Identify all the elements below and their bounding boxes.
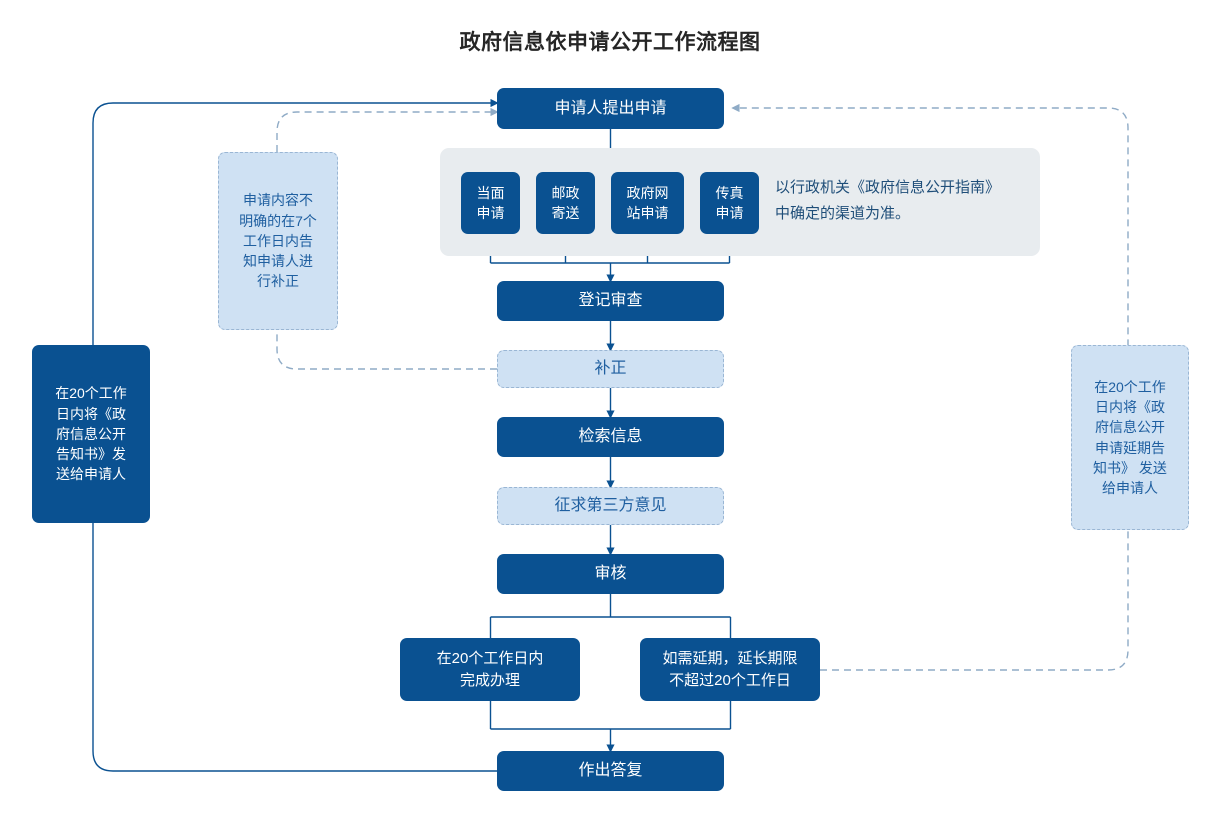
node-channel-in-person[interactable]: 当面 申请	[461, 172, 520, 234]
node-audit[interactable]: 审核	[497, 554, 724, 594]
annotation-delay-notice-within-20-working-days: 在20个工作 日内将《政 府信息公开 申请延期告 知书》 发送 给申请人	[1071, 345, 1189, 530]
node-correction[interactable]: 补正	[497, 350, 724, 388]
page-title: 政府信息依申请公开工作流程图	[459, 31, 761, 54]
node-registration-review[interactable]: 登记审查	[497, 281, 724, 321]
node-make-reply[interactable]: 作出答复	[497, 751, 724, 791]
node-channel-postal-mail[interactable]: 邮政 寄送	[536, 172, 595, 234]
node-solicit-third-party-opinion[interactable]: 征求第三方意见	[497, 487, 724, 525]
node-complete-within-20-working-days[interactable]: 在20个工作日内 完成办理	[400, 638, 580, 701]
annotation-notice-within-20-working-days: 在20个工作 日内将《政 府信息公开 告知书》发 送给申请人	[32, 345, 150, 523]
node-retrieve-information[interactable]: 检索信息	[497, 417, 724, 457]
node-extension-up-to-20-working-days[interactable]: 如需延期，延长期限 不超过20个工作日	[640, 638, 820, 701]
node-applicant-submits-application[interactable]: 申请人提出申请	[497, 88, 724, 129]
channels-note-text: 以行政机关《政府信息公开指南》 中确定的渠道为准。	[775, 179, 1001, 222]
wire-correction-note-to-apply	[276, 107, 499, 152]
node-channel-government-website[interactable]: 政府网 站申请	[611, 172, 684, 234]
annotation-correction-note: 申请内容不 明确的在7个 工作日内告 知申请人进 行补正	[218, 152, 338, 330]
node-channel-fax[interactable]: 传真 申请	[700, 172, 759, 234]
wire-correct-to-correction-note	[276, 330, 497, 370]
